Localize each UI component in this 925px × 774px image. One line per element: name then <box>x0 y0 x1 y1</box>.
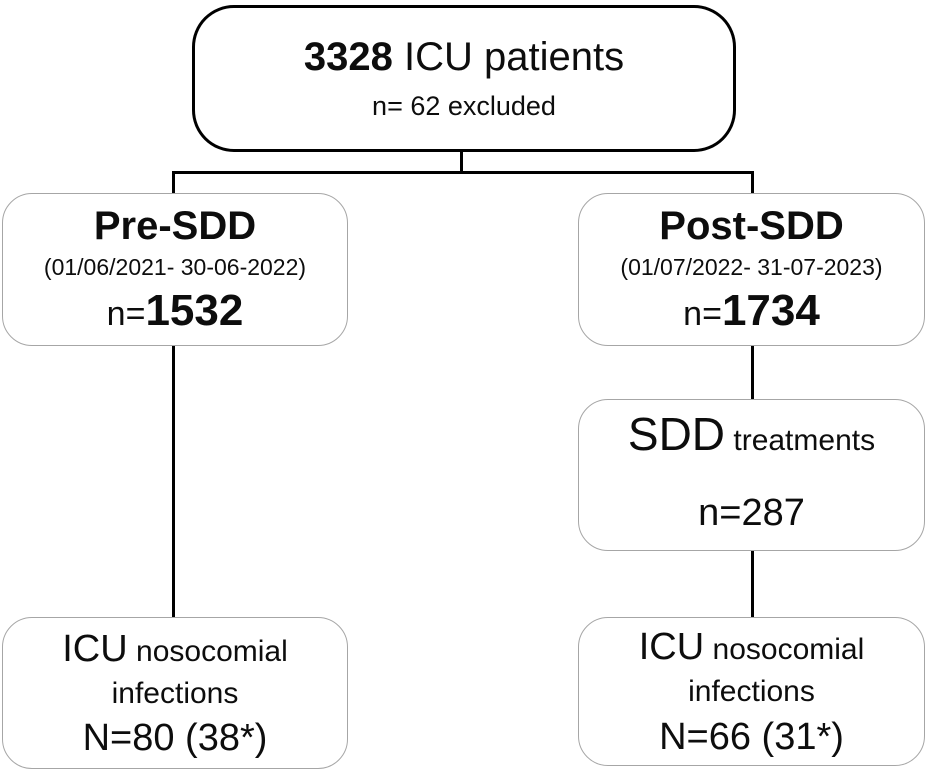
sdd-treatments-box: SDD treatments n=287 <box>578 399 925 551</box>
icu-pre-line2: infections <box>111 676 239 710</box>
total-patients-label: ICU patients <box>392 35 625 80</box>
connector-sdd-to-infections <box>751 549 754 619</box>
icu-post-line2: infections <box>688 675 815 709</box>
connector-top-stub <box>460 150 463 174</box>
connector-branch-bar <box>172 171 754 174</box>
pre-sdd-n-prefix: n= <box>106 294 146 333</box>
pre-sdd-box: Pre-SDD (01/06/2021- 30-06-2022) n=1532 <box>2 193 348 346</box>
pre-sdd-period: (01/06/2021- 30-06-2022) <box>43 253 307 280</box>
post-sdd-n-prefix: n= <box>683 294 722 333</box>
icu-post-title-suffix: nosocomial <box>704 633 865 667</box>
connector-right-drop <box>751 171 754 195</box>
icu-post-title: ICU <box>638 626 705 669</box>
connector-pre-to-infections <box>172 344 175 619</box>
sdd-treatments-title-suffix: treatments <box>725 424 876 457</box>
pre-sdd-n: n=1532 <box>106 285 244 335</box>
connector-left-drop <box>172 171 175 195</box>
icu-pre-title-line: ICU nosocomial <box>62 627 288 670</box>
sdd-treatments-n: n=287 <box>698 491 805 534</box>
icu-pre-title: ICU <box>62 627 128 670</box>
post-sdd-title: Post-SDD <box>659 203 844 248</box>
total-patients-line: 3328 ICU patients <box>304 36 624 79</box>
post-sdd-n-value: 1734 <box>721 285 820 335</box>
icu-pre-n: N=80 (38*) <box>82 717 268 760</box>
icu-post-title-line: ICU nosocomial <box>639 627 865 668</box>
icu-infections-pre-box: ICU nosocomial infections N=80 (38*) <box>2 617 348 769</box>
sdd-treatments-title: SDD <box>627 408 726 460</box>
total-patients-count: 3328 <box>303 35 393 80</box>
post-sdd-period: (01/07/2022- 31-07-2023) <box>620 253 883 280</box>
icu-post-n: N=66 (31*) <box>659 715 844 758</box>
icu-pre-title-suffix: nosocomial <box>127 634 288 668</box>
connector-post-to-sdd <box>751 344 754 401</box>
post-sdd-n: n=1734 <box>683 285 820 335</box>
icu-infections-post-box: ICU nosocomial infections N=66 (31*) <box>578 617 925 766</box>
pre-sdd-n-value: 1532 <box>145 285 244 335</box>
excluded-count: n= 62 excluded <box>372 90 556 121</box>
post-sdd-box: Post-SDD (01/07/2022- 31-07-2023) n=1734 <box>578 193 925 346</box>
total-patients-box: 3328 ICU patients n= 62 excluded <box>192 5 736 152</box>
sdd-treatments-title-line: SDD treatments <box>627 408 876 460</box>
pre-sdd-title: Pre-SDD <box>93 203 257 248</box>
